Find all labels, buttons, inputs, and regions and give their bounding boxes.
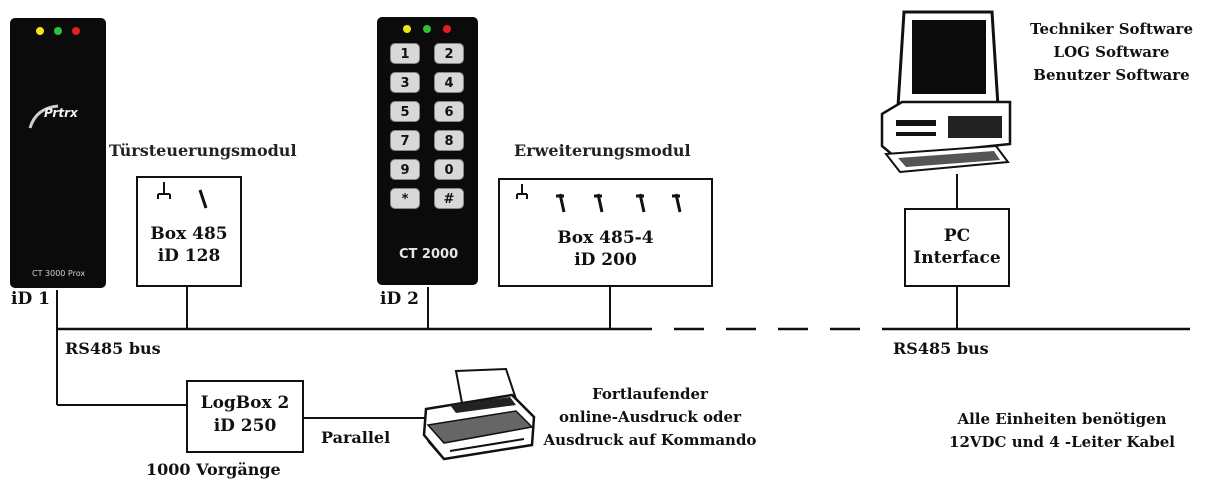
- brand-swoosh-icon: [28, 104, 59, 129]
- keypad-key: 1: [390, 43, 420, 64]
- expansion-module-heading: Erweiterungsmodul: [514, 141, 691, 160]
- pc-computer-icon: [880, 10, 1012, 174]
- reader1-id: iD 1: [11, 289, 50, 309]
- expansion-box-id: iD 200: [574, 250, 637, 270]
- led-red-icon: [443, 25, 451, 33]
- pc-software-3: Benutzer Software: [1033, 66, 1190, 84]
- keypad-key: 7: [390, 130, 420, 151]
- relay-switch-icon: [198, 189, 208, 209]
- antenna-icon: [516, 184, 528, 199]
- reader-model: CT 3000 Prox: [32, 269, 86, 278]
- led-yellow-icon: [36, 27, 44, 35]
- keypad-model: CT 2000: [399, 247, 459, 262]
- logbox-name: LogBox 2: [200, 393, 290, 413]
- expansion-box-name: Box 485-4: [557, 228, 654, 248]
- door-box-name: Box 485: [150, 224, 228, 244]
- reader-brand: Prtrx: [44, 106, 78, 120]
- printer-note-1: Fortlaufender: [592, 385, 708, 403]
- keypad-key: #: [434, 188, 464, 209]
- relay-switch-icons: [556, 193, 682, 213]
- led-yellow-icon: [403, 25, 411, 33]
- pc-software-1: Techniker Software: [1030, 20, 1193, 38]
- pc-interface-line2: Interface: [913, 248, 1001, 268]
- logbox-id: iD 250: [213, 416, 277, 436]
- printer-note-3: Ausdruck auf Kommando: [543, 431, 757, 449]
- pc-interface-line1: PC: [943, 226, 971, 246]
- power-note-2: 12VDC und 4 -Leiter Kabel: [949, 433, 1175, 451]
- pc-interface-box: PC Interface: [904, 208, 1010, 287]
- door-control-box: Box 485 iD 128: [136, 176, 242, 287]
- keypad-id: iD 2: [380, 289, 419, 309]
- printer-icon: [422, 367, 536, 461]
- keypad-key: 5: [390, 101, 420, 122]
- proximity-reader: Prtrx CT 3000 Prox: [10, 18, 106, 288]
- bus-label-right: RS485 bus: [893, 339, 989, 358]
- door-box-id: iD 128: [157, 246, 221, 266]
- parallel-label: Parallel: [321, 428, 391, 447]
- keypad-key: 0: [434, 159, 464, 180]
- led-red-icon: [72, 27, 80, 35]
- logbox-caption: 1000 Vorgänge: [146, 460, 281, 479]
- keypad-key: *: [390, 188, 420, 209]
- keypad-key: 8: [434, 130, 464, 151]
- led-green-icon: [54, 27, 62, 35]
- logbox: LogBox 2 iD 250: [186, 380, 304, 453]
- led-green-icon: [423, 25, 431, 33]
- keypad-key: 9: [390, 159, 420, 180]
- power-note-1: Alle Einheiten benötigen: [957, 410, 1167, 428]
- bus-label-left: RS485 bus: [65, 339, 161, 358]
- pc-software-2: LOG Software: [1053, 43, 1170, 61]
- keypad-key: 6: [434, 101, 464, 122]
- keypad-key: 4: [434, 72, 464, 93]
- keypad-key: 3: [390, 72, 420, 93]
- door-module-heading: Türsteuerungsmodul: [109, 141, 297, 160]
- keypad-key: 2: [434, 43, 464, 64]
- antenna-icon: [157, 182, 171, 199]
- printer-note-2: online-Ausdruck oder: [559, 408, 741, 426]
- expansion-box: Box 485-4 iD 200: [498, 178, 713, 287]
